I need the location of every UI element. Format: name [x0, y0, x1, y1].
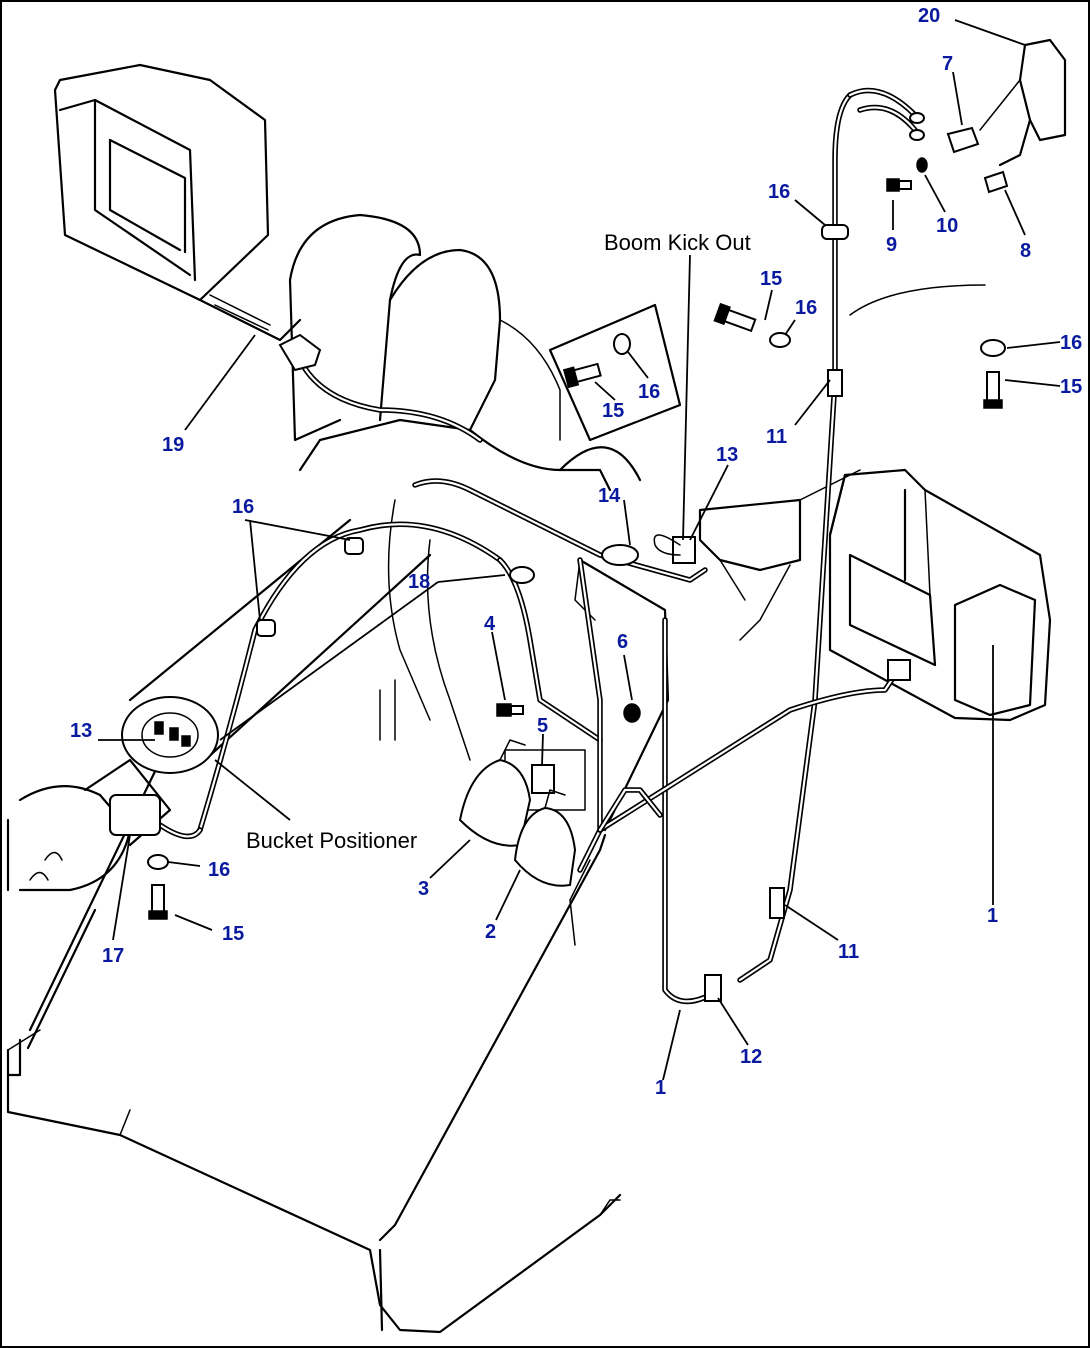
callout-3: 3	[418, 878, 429, 900]
nut-6	[623, 703, 641, 723]
callout-13-left: 13	[70, 720, 92, 742]
callout-2: 2	[485, 921, 496, 943]
callout-9: 9	[886, 234, 897, 256]
callout-15-bottom: 15	[222, 923, 244, 945]
callout-11-bottom: 11	[838, 941, 859, 963]
callout-16-mid: 16	[795, 297, 817, 319]
clip-11-top	[827, 369, 843, 397]
leader-lines	[98, 19, 1061, 1081]
callout-16-plate: 16	[638, 381, 660, 403]
callout-20: 20	[918, 5, 940, 27]
washer-16-plate	[613, 333, 631, 355]
hardware	[109, 112, 1009, 1002]
bolt-9	[886, 178, 912, 192]
callout-18: 18	[408, 571, 430, 593]
callout-1-right: 1	[987, 905, 998, 927]
callout-16-bottom: 16	[208, 859, 230, 881]
clip-16-top	[821, 224, 849, 240]
callout-16-right: 16	[1060, 332, 1082, 354]
callout-8: 8	[1020, 240, 1031, 262]
washer-16-mid	[769, 332, 791, 348]
clamp-19	[278, 333, 322, 372]
washer-16-bottom	[147, 854, 169, 870]
clip-11-bottom	[769, 887, 785, 919]
left-lamp	[53, 63, 302, 342]
callout-19: 19	[162, 434, 184, 456]
callout-1-bottom: 1	[655, 1077, 666, 1099]
callout-11-top: 11	[766, 426, 787, 448]
callout-10: 10	[936, 215, 958, 237]
nut-10	[916, 157, 928, 173]
loader-frame	[6, 728, 622, 1334]
callout-15-right: 15	[1060, 376, 1082, 398]
bolt-15-right	[983, 371, 1003, 409]
callout-7: 7	[942, 53, 953, 75]
connector-7	[946, 126, 980, 154]
caption-boom-kick-out: Boom Kick Out	[604, 230, 751, 255]
washer-16-right	[980, 339, 1006, 357]
harness-18	[509, 566, 535, 584]
callout-15-plate: 15	[602, 400, 624, 422]
operator-seat	[288, 213, 642, 761]
kick-out-plate	[548, 303, 682, 442]
callout-4: 4	[484, 613, 496, 635]
bolt-15-mid	[713, 302, 757, 333]
wiring-harness	[157, 87, 986, 1005]
right-lamp	[828, 468, 1052, 722]
sensor-17	[109, 794, 161, 836]
bolt-4	[496, 703, 524, 717]
caption-bucket-positioner: Bucket Positioner	[246, 828, 417, 853]
horn-2	[513, 806, 577, 887]
horns	[458, 739, 577, 887]
callout-5: 5	[537, 715, 548, 737]
relay-5	[531, 764, 555, 794]
switch-13-top	[672, 536, 696, 564]
rear-bracket	[979, 38, 1067, 167]
callout-15-mid: 15	[760, 268, 782, 290]
bolt-15-plate	[562, 362, 602, 389]
callout-13-top: 13	[716, 444, 738, 466]
callout-17: 17	[102, 945, 124, 967]
horn-3	[458, 758, 532, 847]
clip-16-left-b	[256, 619, 276, 637]
clip-12	[704, 974, 722, 1002]
boom-arm	[121, 518, 432, 774]
callout-14: 14	[598, 485, 621, 507]
clip-16-left-a	[344, 537, 364, 555]
callout-12: 12	[740, 1046, 762, 1068]
connector-14	[601, 544, 639, 566]
callout-numbers: 20 7 8 9 10 16 15 16 16 15 16 15 11 13 1…	[70, 5, 1082, 1099]
bolt-15-bottom	[148, 884, 168, 920]
connector-8	[983, 170, 1009, 194]
callout-16-top: 16	[768, 181, 790, 203]
callout-16-left: 16	[232, 496, 254, 518]
callout-6: 6	[617, 631, 628, 653]
